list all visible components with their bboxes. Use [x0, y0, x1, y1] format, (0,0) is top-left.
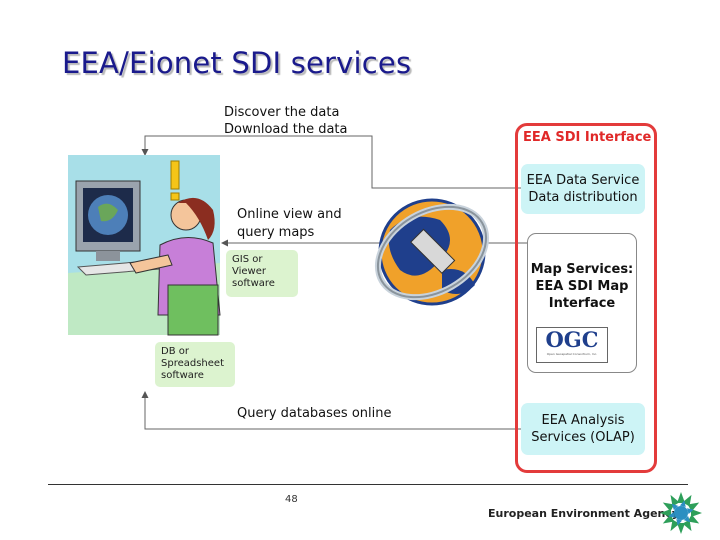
sdi-interface-title: EEA SDI Interface — [523, 130, 652, 145]
online-view-label: Online view and — [237, 207, 342, 222]
map-line-1: Map Services: — [530, 262, 634, 277]
map-line-2: EEA SDI Map — [535, 279, 629, 294]
download-label: Download the data — [224, 122, 348, 137]
user-computer-illustration — [68, 155, 221, 336]
data-service-line-1: EEA Data Service — [526, 173, 640, 188]
gis-line-1: GIS or — [232, 254, 263, 265]
ogc-logo: OGC Open Geospatial Consortium, Inc. — [536, 327, 608, 363]
data-service-box: EEA Data Service Data distribution — [521, 164, 645, 214]
download-connector — [141, 135, 524, 189]
analysis-line-2: Services (OLAP) — [531, 430, 635, 445]
gis-viewer-box: GIS or Viewer software — [226, 250, 298, 297]
eea-logo-icon — [660, 492, 702, 534]
map-services-text: Map Services: EEA SDI Map Interface — [527, 261, 637, 312]
map-line-3: Interface — [548, 296, 616, 311]
db-connector — [141, 391, 524, 430]
eea-agency-name: European Environment Agency — [488, 507, 680, 520]
db-spreadsheet-box: DB or Spreadsheet software — [155, 342, 235, 387]
page-number: 48 — [285, 494, 298, 505]
gis-line-3: software — [232, 278, 275, 289]
gis-line-2: Viewer — [232, 266, 266, 277]
page-title: EEA/Eionet SDI services — [62, 46, 412, 80]
analysis-line-1: EEA Analysis — [541, 413, 625, 428]
discover-label: Discover the data — [224, 105, 340, 120]
footer-divider — [48, 484, 688, 485]
sdi-interface-frame — [515, 123, 657, 473]
query-db-label: Query databases online — [237, 406, 392, 421]
globe-connector-icon — [374, 198, 490, 306]
ogc-logo-text: OGC — [545, 327, 599, 352]
analysis-services-box: EEA Analysis Services (OLAP) — [521, 403, 645, 455]
db-line-2: Spreadsheet — [161, 358, 224, 369]
ogc-logo-sub: Open Geospatial Consortium, Inc. — [546, 352, 598, 356]
db-line-1: DB or — [161, 346, 189, 357]
db-line-3: software — [161, 370, 204, 381]
data-service-line-2: Data distribution — [528, 190, 638, 205]
query-maps-label: query maps — [237, 225, 315, 240]
